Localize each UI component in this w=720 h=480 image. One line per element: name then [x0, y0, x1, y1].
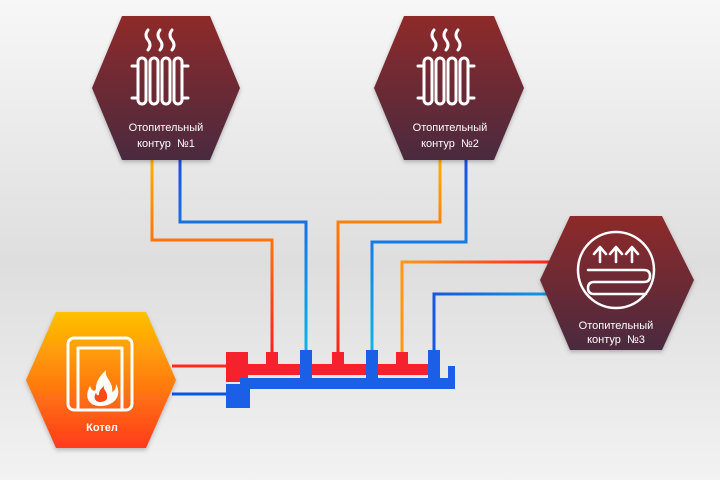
boiler-label: Котел — [86, 422, 118, 434]
supply-manifold — [226, 364, 434, 375]
return-tap — [300, 350, 312, 380]
circuit-2-label-line1: Отопительный — [413, 122, 488, 134]
circuit-2-label-line2: контур №2 — [421, 138, 479, 150]
pipes — [150, 160, 560, 396]
radiator-icon — [130, 28, 190, 106]
circuit-3-node: Отопительный контур №3 — [540, 216, 694, 350]
circuit-3-return-pipe — [432, 292, 560, 355]
circuit-2-return-pipe — [370, 160, 468, 355]
return-manifold — [240, 378, 455, 389]
boiler-node: Котел — [26, 312, 176, 448]
circuit-1-label-line1: Отопительный — [129, 122, 204, 134]
return-tap — [428, 350, 440, 380]
circuit-3-supply-pipe — [400, 260, 556, 355]
radiator-icon — [416, 28, 476, 106]
supply-tap — [332, 352, 344, 366]
supply-feed-block — [226, 352, 248, 382]
underfloor-heating-icon — [576, 230, 656, 310]
circuit-1-hexagon — [92, 16, 240, 160]
return-tap — [366, 350, 378, 380]
circuit-2-node: Отопительный контур №2 — [374, 16, 524, 160]
circuit-2-supply-pipe — [336, 160, 442, 355]
circuit-1-node: Отопительный контур №1 — [92, 16, 240, 160]
circuit-3-label-line1: Отопительный — [579, 320, 654, 332]
circuit-1-return-pipe — [178, 160, 308, 355]
circuit-3-label-line2: контур №3 — [587, 334, 645, 346]
circuit-1-supply-pipe — [150, 160, 274, 355]
supply-tap — [396, 352, 408, 366]
manifold — [226, 350, 455, 408]
supply-tap — [266, 352, 278, 366]
circuit-1-label-line2: контур №1 — [137, 138, 195, 150]
boiler-fire-icon — [66, 336, 134, 412]
